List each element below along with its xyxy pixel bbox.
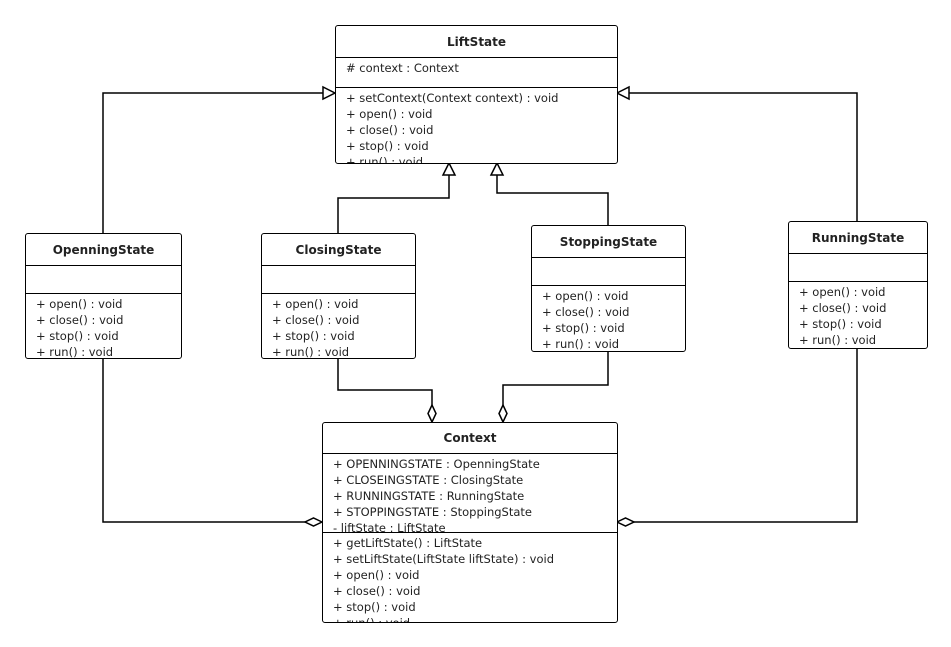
method: + setContext(Context context) : void bbox=[346, 91, 559, 105]
attributes-section bbox=[262, 266, 415, 294]
methods-section: + open() : void + close() : void + stop() … bbox=[26, 294, 181, 359]
method: + open() : void bbox=[333, 568, 420, 582]
method: + open() : void bbox=[542, 289, 629, 303]
method: + close() : void bbox=[542, 305, 630, 319]
method: + run() : void bbox=[346, 155, 424, 164]
method: + open() : void bbox=[799, 285, 886, 299]
aggregation-stopping bbox=[502, 351, 609, 405]
methods-section: + open() : void + close() : void + stop() … bbox=[532, 286, 685, 351]
class-context[interactable]: Context+ OPENNINGSTATE : OpenningState+ … bbox=[322, 422, 618, 623]
method: + run() : void bbox=[799, 333, 877, 347]
attribute: + CLOSEINGSTATE : ClosingState bbox=[333, 473, 524, 487]
class-closingstate[interactable]: ClosingState + open() : void + close() : v… bbox=[261, 233, 416, 359]
method: + close() : void bbox=[799, 301, 887, 315]
method: + stop() : void bbox=[333, 600, 416, 614]
method: + close() : void bbox=[36, 313, 124, 327]
method: + close() : void bbox=[333, 584, 421, 598]
class-name: StoppingState bbox=[532, 226, 685, 258]
diamond-icon bbox=[303, 517, 324, 527]
diamond-icon bbox=[498, 403, 508, 424]
class-name: Context bbox=[323, 423, 617, 454]
triangle-arrow-icon bbox=[322, 85, 337, 101]
method: + stop() : void bbox=[36, 329, 119, 343]
generalization-closing bbox=[337, 175, 450, 233]
methods-section: + setContext(Context context) : void + op… bbox=[336, 88, 617, 164]
methods-section: + open() : void + close() : void + stop() … bbox=[789, 282, 927, 348]
method: + getLiftState() : LiftState bbox=[333, 536, 483, 550]
triangle-arrow-icon bbox=[441, 161, 457, 176]
method: + stop() : void bbox=[799, 317, 882, 331]
attribute: # context : Context bbox=[346, 61, 459, 75]
attribute: + OPENNINGSTATE : OpenningState bbox=[333, 457, 540, 471]
method: + close() : void bbox=[272, 313, 360, 327]
method: + stop() : void bbox=[346, 139, 429, 153]
attribute: + RUNNINGSTATE : RunningState bbox=[333, 489, 525, 503]
attribute: + STOPPINGSTATE : StoppingState bbox=[333, 505, 532, 519]
class-name: OpenningState bbox=[26, 234, 181, 266]
method: + open() : void bbox=[346, 107, 433, 121]
class-runningstate[interactable]: RunningState + open() : void + close() : v… bbox=[788, 221, 928, 349]
attributes-section bbox=[26, 266, 181, 294]
aggregation-closing bbox=[337, 358, 433, 405]
class-name: LiftState bbox=[336, 26, 617, 58]
class-liftstate[interactable]: LiftState # context : Context + setContext… bbox=[335, 25, 618, 164]
method: + stop() : void bbox=[272, 329, 355, 343]
method: + run() : void bbox=[272, 345, 350, 359]
class-stoppingstate[interactable]: StoppingState + open() : void + close() : … bbox=[531, 225, 686, 352]
diamond-icon bbox=[615, 517, 636, 527]
method: + run() : void bbox=[36, 345, 114, 359]
methods-section: + getLiftState() : LiftState + setLiftSta… bbox=[323, 533, 617, 623]
class-name: ClosingState bbox=[262, 234, 415, 266]
attributes-section bbox=[789, 254, 927, 282]
attributes-section: + OPENNINGSTATE : OpenningState + CLOSEIN… bbox=[323, 454, 617, 535]
method: + setLiftState(LiftState liftState) : vo… bbox=[333, 552, 554, 566]
method: + close() : void bbox=[346, 123, 434, 137]
attributes-section: # context : Context bbox=[336, 58, 617, 88]
diamond-icon bbox=[427, 403, 437, 424]
method: + run() : void bbox=[333, 616, 411, 623]
attribute: - liftState : LiftState bbox=[333, 521, 446, 535]
generalization-stopping bbox=[496, 175, 609, 225]
method: + open() : void bbox=[36, 297, 123, 311]
triangle-arrow-icon bbox=[615, 85, 630, 101]
aggregation-openning bbox=[102, 358, 305, 523]
generalization-openning bbox=[102, 92, 323, 233]
aggregation-running bbox=[634, 348, 858, 523]
triangle-arrow-icon bbox=[489, 161, 505, 176]
class-openningstate[interactable]: OpenningState + open() : void + close() : … bbox=[25, 233, 182, 359]
generalization-running bbox=[629, 92, 858, 221]
methods-section: + open() : void + close() : void + stop() … bbox=[262, 294, 415, 359]
class-name: RunningState bbox=[789, 222, 927, 254]
method: + stop() : void bbox=[542, 321, 625, 335]
attributes-section bbox=[532, 258, 685, 286]
method: + run() : void bbox=[542, 337, 620, 351]
method: + open() : void bbox=[272, 297, 359, 311]
